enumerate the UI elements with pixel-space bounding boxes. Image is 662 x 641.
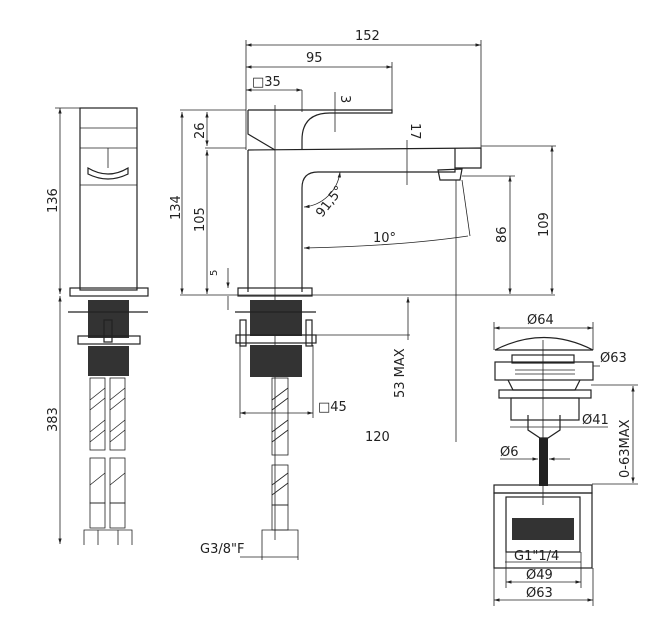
dim-spout-top-height: 109 xyxy=(537,212,552,237)
front-view: G3/8"F 152 95 □35 3 17 134 26 105 5 91,5… xyxy=(169,29,556,560)
dim-hose-length: 383 xyxy=(46,407,61,432)
dim-spout-thickness: 17 xyxy=(407,123,422,140)
dim-total-height: 134 xyxy=(169,195,184,220)
dim-max-counter: 53 MAX xyxy=(393,348,408,398)
dim-side-height: 136 xyxy=(46,188,61,213)
dim-body-height: 105 xyxy=(193,207,208,232)
dim-cap-diameter: Ø64 xyxy=(527,313,554,328)
dim-range: 0-63MAX xyxy=(618,419,633,478)
dim-spout-angle: 91,5° xyxy=(313,183,347,220)
dim-reach: 120 xyxy=(365,430,390,445)
dim-connection: G1"1/4 xyxy=(514,549,559,564)
dim-base-thickness: 5 xyxy=(209,270,220,276)
dim-lever-angle: 10° xyxy=(373,231,396,246)
waste-view: Ø64 Ø63 Ø41 Ø6 0-63MAX G1"1/4 Ø49 Ø63 xyxy=(493,313,638,606)
dim-hose-connection: G3/8"F xyxy=(200,542,244,557)
dim-thread-diameter: Ø63 xyxy=(600,351,627,366)
dim-outer-diameter: Ø63 xyxy=(526,586,553,601)
side-view: 136 383 xyxy=(46,107,149,545)
dim-square-35: □35 xyxy=(252,75,281,90)
dim-lever-length: 95 xyxy=(306,51,323,66)
dim-rod-diameter: Ø6 xyxy=(500,445,519,460)
dim-square-45: □45 xyxy=(318,400,347,415)
dim-inner-diameter: Ø49 xyxy=(526,568,553,583)
dim-outlet-height: 86 xyxy=(495,226,510,243)
dim-overall-length: 152 xyxy=(355,29,380,44)
dim-lever-height: 26 xyxy=(193,122,208,139)
dim-lever-thickness: 3 xyxy=(337,95,352,103)
dim-body-diameter: Ø41 xyxy=(582,413,609,428)
